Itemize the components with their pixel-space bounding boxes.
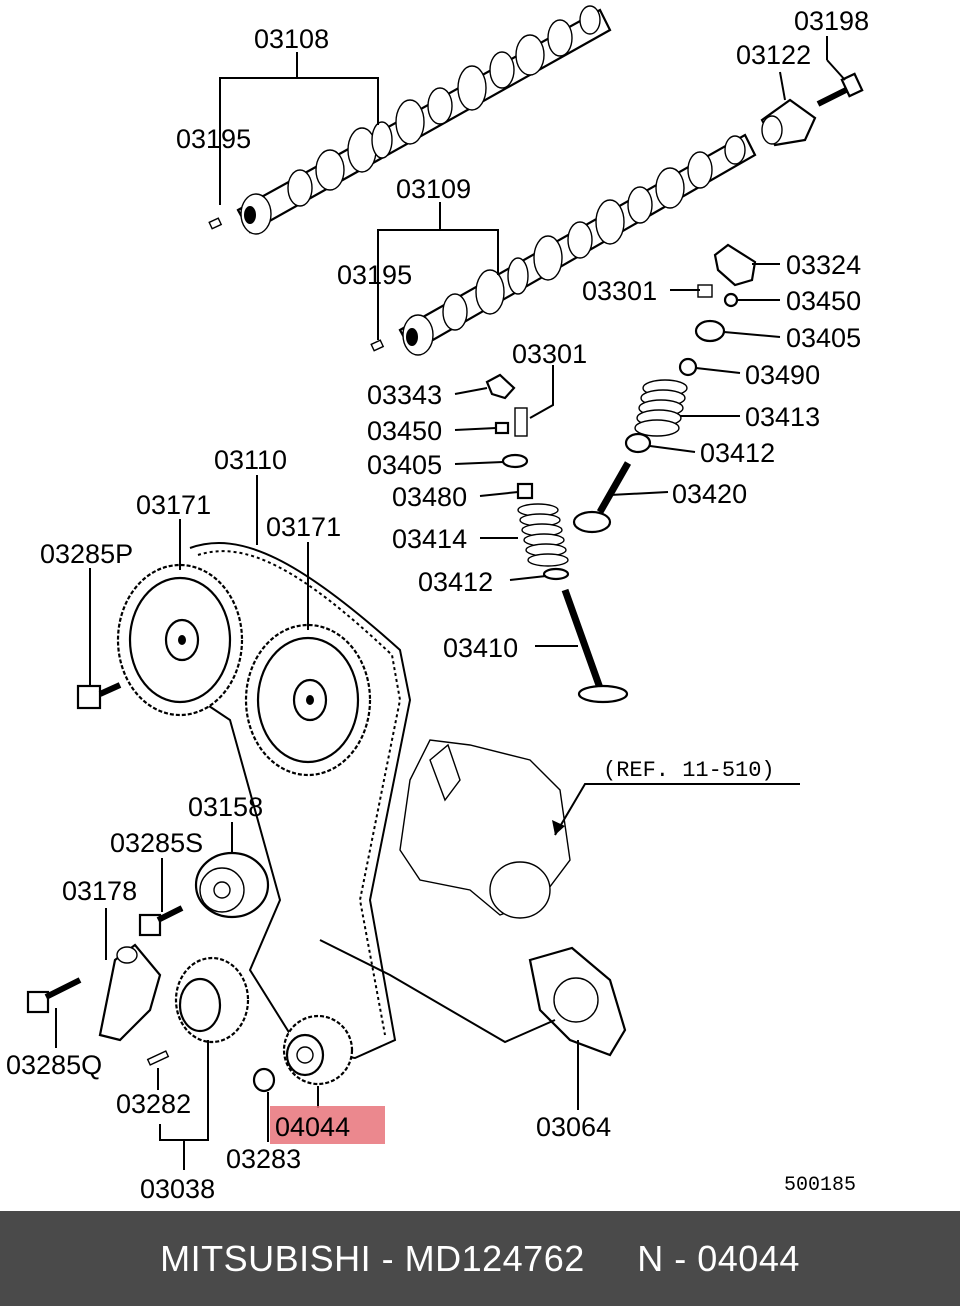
- diagram-id: 500185: [784, 1174, 856, 1197]
- label-03480[interactable]: 03480: [392, 482, 467, 512]
- tensioner-pulley-icon: [194, 851, 270, 919]
- label-03410[interactable]: 03410: [443, 633, 518, 663]
- label-03285p[interactable]: 03285P: [40, 539, 133, 569]
- seal-03405b-icon: [501, 453, 529, 469]
- label-03285s[interactable]: 03285S: [110, 828, 203, 858]
- cam-sprocket-right-icon: [244, 623, 372, 777]
- label-03178[interactable]: 03178: [62, 876, 137, 906]
- nut-03283-icon: [252, 1067, 276, 1093]
- label-03450[interactable]: 03450: [786, 286, 861, 316]
- label-03324[interactable]: 03324: [786, 250, 861, 280]
- label-03343[interactable]: 03343: [367, 380, 442, 410]
- pin-03195b-icon: [370, 339, 385, 352]
- label-03198[interactable]: 03198: [794, 6, 869, 36]
- bolt-03198-icon: [816, 72, 864, 107]
- label-03490[interactable]: 03490: [745, 360, 820, 390]
- nut-03450b-icon: [494, 421, 510, 435]
- reference-arrow-icon: [552, 820, 565, 835]
- leader-lines: [55, 36, 846, 1170]
- bolt-03285p-icon: [76, 682, 122, 710]
- tensioner-arm-icon: [98, 943, 162, 1042]
- label-03405[interactable]: 03405: [367, 450, 442, 480]
- label-03064[interactable]: 03064: [536, 1112, 611, 1142]
- pin-03195a-icon: [208, 217, 223, 230]
- camshaft-upper: [236, 5, 612, 235]
- camshaft-lower: [398, 133, 757, 356]
- label-03109[interactable]: 03109: [396, 174, 471, 204]
- label-03122[interactable]: 03122: [736, 40, 811, 70]
- label-03412[interactable]: 03412: [700, 438, 775, 468]
- label-03420[interactable]: 03420: [672, 479, 747, 509]
- exploded-parts-diagram: 03108 03195 03198 03122 03109 03195 0332…: [6, 5, 869, 1204]
- footer-part-number-text: MITSUBISHI - MD124762 N - 04044: [160, 1237, 800, 1279]
- reference-note: (REF. 11-510): [603, 758, 775, 783]
- key-03282-icon: [146, 1050, 170, 1066]
- label-03195[interactable]: 03195: [176, 124, 251, 154]
- label-03405[interactable]: 03405: [786, 323, 861, 353]
- bolt-03285s-icon: [138, 905, 184, 937]
- valve-03420-icon: [572, 461, 632, 534]
- retainer-03480-icon: [516, 482, 534, 500]
- seal-03405a-icon: [694, 319, 726, 343]
- label-03110[interactable]: 03110: [214, 445, 287, 475]
- label-03283[interactable]: 03283: [226, 1144, 301, 1174]
- retainer-03490-icon: [678, 357, 698, 377]
- washer-03412a-icon: [624, 432, 652, 454]
- label-03038[interactable]: 03038: [140, 1174, 215, 1204]
- part-number-footer: MITSUBISHI - MD124762 N - 04044: [0, 1211, 960, 1306]
- bolt-03285q-icon: [26, 977, 82, 1014]
- adjuster-03301a-icon: [697, 284, 713, 298]
- label-03158[interactable]: 03158: [188, 792, 263, 822]
- label-03450[interactable]: 03450: [367, 416, 442, 446]
- crank-sprocket-icon: [174, 956, 250, 1044]
- valve-spring-03414-icon: [517, 503, 569, 567]
- rocker-arm-03324-icon: [713, 243, 757, 287]
- label-03282[interactable]: 03282: [116, 1089, 191, 1119]
- label-03301[interactable]: 03301: [512, 339, 587, 369]
- nut-03450a-icon: [723, 292, 739, 308]
- crank-cover-03064-icon: [528, 946, 627, 1057]
- label-04044-highlighted[interactable]: 04044: [275, 1112, 350, 1142]
- label-03171[interactable]: 03171: [136, 490, 211, 520]
- label-03414[interactable]: 03414: [392, 524, 467, 554]
- valve-spring-03413-icon: [634, 379, 688, 437]
- valve-03410-icon: [561, 588, 629, 704]
- label-03285q[interactable]: 03285Q: [6, 1050, 102, 1080]
- idler-pulley-04044-icon: [282, 1014, 354, 1086]
- label-03195[interactable]: 03195: [337, 260, 412, 290]
- engine-block-reference-icon: [399, 739, 571, 919]
- adjuster-03301b-icon: [514, 407, 528, 437]
- highlight-box: [270, 1106, 385, 1144]
- label-03412[interactable]: 03412: [418, 567, 493, 597]
- label-03108[interactable]: 03108: [254, 24, 329, 54]
- label-03171[interactable]: 03171: [266, 512, 341, 542]
- washer-03412b-icon: [542, 567, 570, 581]
- rocker-arm-03343-icon: [485, 373, 516, 400]
- label-03413[interactable]: 03413: [745, 402, 820, 432]
- camshaft-cap-icon: [760, 98, 817, 147]
- cam-sprocket-left-icon: [116, 563, 244, 717]
- label-03301[interactable]: 03301: [582, 276, 657, 306]
- part-labels: 03108 03195 03198 03122 03109 03195 0332…: [6, 6, 869, 1204]
